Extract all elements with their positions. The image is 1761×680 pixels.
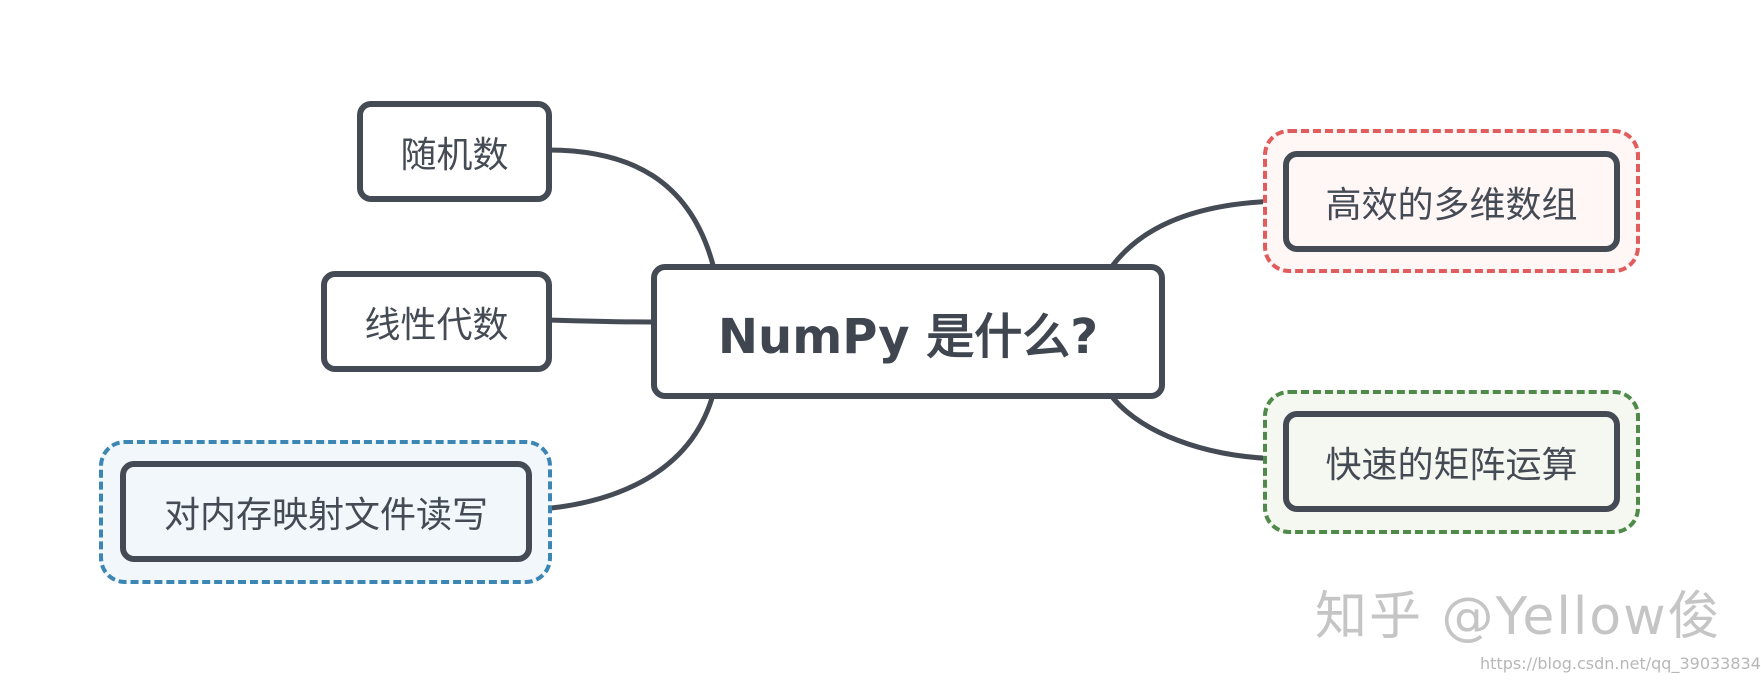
branch-ndarray: 高效的多维数组 <box>1283 151 1620 252</box>
branch-random: 随机数 <box>357 101 552 202</box>
branch-memmap: 对内存映射文件读写 <box>120 461 532 562</box>
central-topic-label: NumPy 是什么? <box>717 308 1099 365</box>
branch-matrix-label: 快速的矩阵运算 <box>1325 444 1578 486</box>
connector-memmap <box>525 395 715 513</box>
branch-linear-algebra: 线性代数 <box>321 271 552 372</box>
central-topic: NumPy 是什么? <box>651 264 1165 399</box>
connector-random <box>545 147 716 268</box>
connector-ndarray <box>1110 198 1288 268</box>
branch-matrix: 快速的矩阵运算 <box>1283 411 1620 512</box>
watermark-zhihu: 知乎 @Yellow俊 <box>1315 587 1722 647</box>
branch-memmap-label: 对内存映射文件读写 <box>163 494 488 536</box>
branch-random-label: 随机数 <box>400 134 509 176</box>
connector-matrix <box>1110 395 1288 462</box>
watermark-url: https://blog.csdn.net/qq_39033834 <box>1480 654 1761 673</box>
branch-linear-algebra-label: 线性代数 <box>364 304 509 346</box>
connector-linear-algebra <box>545 317 655 325</box>
branch-ndarray-label: 高效的多维数组 <box>1325 184 1578 226</box>
